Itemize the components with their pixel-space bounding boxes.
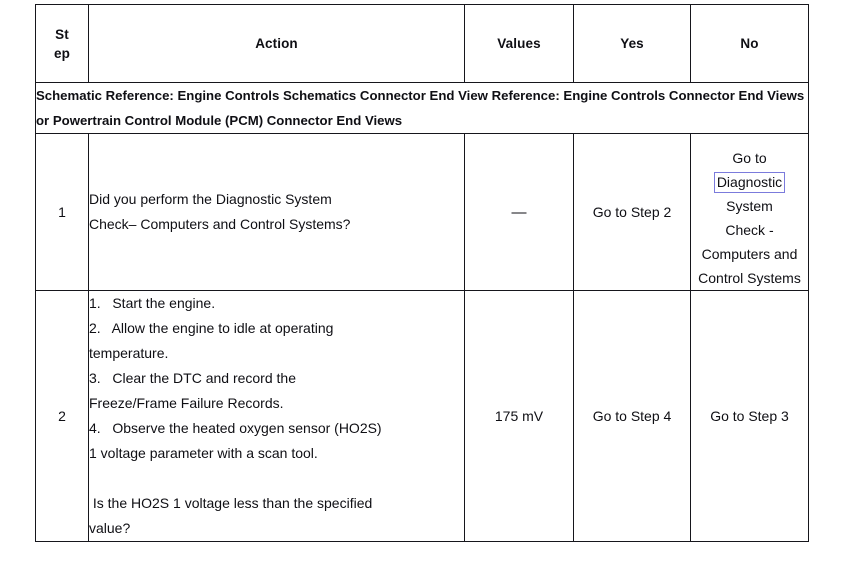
action-line: temperature.: [89, 345, 169, 361]
action-line: 2. Allow the engine to idle at operating: [89, 320, 334, 336]
action-cell-step2: 1. Start the engine. 2. Allow the engine…: [88, 290, 465, 542]
values-cell-step1: —: [464, 133, 574, 291]
goto-label: Computers and: [701, 246, 798, 262]
no-cell-step1[interactable]: Go to Diagnostic System Check - Computer…: [690, 133, 809, 291]
schematic-reference-line2: Connector End Views or Powertrain Contro…: [36, 88, 805, 128]
diagnostic-link-box[interactable]: Diagnostic: [713, 172, 786, 193]
column-header-step-line2: ep: [54, 45, 70, 61]
action-line: Did you perform the Diagnostic System: [89, 191, 332, 207]
step-number-2: 2: [35, 290, 89, 542]
values-text: —: [511, 203, 527, 221]
schematic-reference-line1: Schematic Reference: Engine Controls Sch…: [36, 88, 666, 103]
column-header-step-line1: St: [55, 26, 69, 42]
action-question-line: Is the HO2S 1 voltage less than the spec…: [89, 495, 373, 511]
action-line: 3. Clear the DTC and record the: [89, 370, 296, 386]
action-line: 4. Observe the heated oxygen sensor (HO2…: [89, 420, 382, 436]
diagnostic-procedure-table: St ep Action Values Yes No Schematic Ref…: [35, 4, 809, 542]
goto-label: Check -: [725, 222, 774, 238]
schematic-reference-cell: Schematic Reference: Engine Controls Sch…: [35, 82, 809, 134]
highlighted-link-line[interactable]: Diagnostic: [695, 170, 804, 194]
goto-step-link[interactable]: Go to Step 2: [592, 204, 672, 220]
yes-cell-step2[interactable]: Go to Step 4: [573, 290, 691, 542]
action-question-line: value?: [89, 520, 131, 536]
goto-step-link[interactable]: Go to Step 4: [592, 408, 672, 424]
action-blank-line: [89, 466, 464, 491]
table-row: 2 1. Start the engine. 2. Allow the engi…: [35, 290, 809, 542]
schematic-reference-row: Schematic Reference: Engine Controls Sch…: [35, 82, 809, 134]
yes-cell-step1[interactable]: Go to Step 2: [573, 133, 691, 291]
column-header-yes: Yes: [573, 4, 691, 83]
action-line: 1. Start the engine.: [89, 295, 216, 311]
column-header-no: No: [690, 4, 809, 83]
goto-label: System: [726, 198, 773, 214]
column-header-step: St ep: [35, 4, 89, 83]
step-number-1: 1: [35, 133, 89, 291]
goto-label: Go to: [732, 150, 767, 166]
goto-label: Control Systems: [698, 270, 801, 286]
column-header-values: Values: [464, 4, 574, 83]
action-line: 1 voltage parameter with a scan tool.: [89, 445, 318, 461]
column-header-action: Action: [88, 4, 465, 83]
table-row: 1 Did you perform the Diagnostic System …: [35, 133, 809, 291]
action-line: Check– Computers and Control Systems?: [89, 216, 351, 232]
action-cell-step1: Did you perform the Diagnostic System Ch…: [88, 133, 465, 291]
table-header-row: St ep Action Values Yes No: [35, 4, 809, 83]
action-line: Freeze/Frame Failure Records.: [89, 395, 284, 411]
goto-step-link[interactable]: Go to Step 3: [710, 408, 789, 424]
values-cell-step2: 175 mV: [464, 290, 574, 542]
no-cell-step2[interactable]: Go to Step 3: [690, 290, 809, 542]
